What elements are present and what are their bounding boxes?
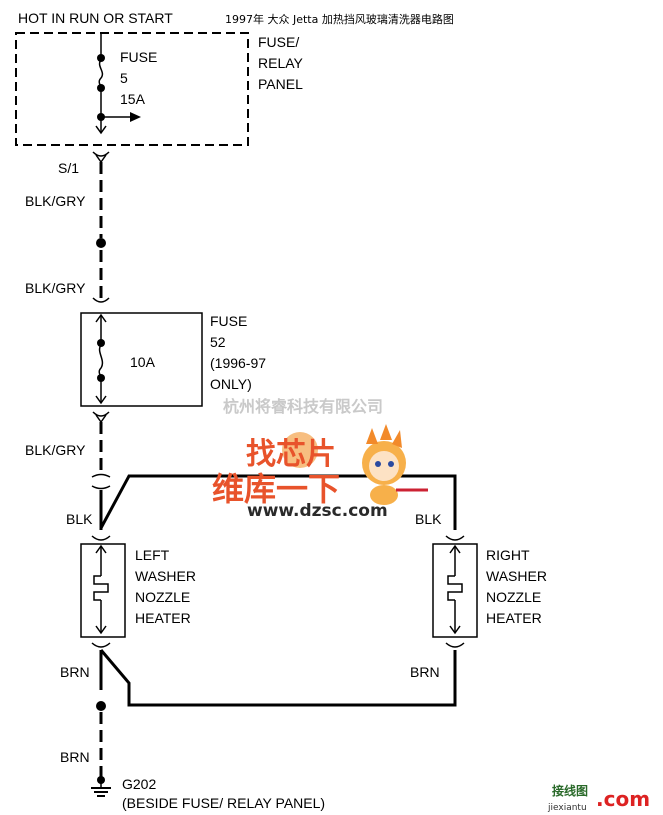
wire-label-brn-bottom: BRN xyxy=(60,749,90,765)
left-heater-label-4: HEATER xyxy=(135,610,191,626)
mascot-icon xyxy=(362,424,428,505)
ground-symbol xyxy=(91,776,111,797)
fuse-relay-panel-box xyxy=(15,32,249,146)
wire-label-blk-left: BLK xyxy=(66,511,93,527)
connector-s1-label: S/1 xyxy=(58,160,79,176)
ground-id-label: G202 xyxy=(122,776,156,792)
left-heater-label-2: WASHER xyxy=(135,568,196,584)
wire-label-blk-gry-1: BLK/GRY xyxy=(25,193,86,209)
logo-chip-icon xyxy=(282,432,318,468)
left-heater-connector-top xyxy=(91,535,111,541)
right-heater-label-3: NOZZLE xyxy=(486,589,541,605)
wire-blk-branch-top xyxy=(99,474,457,530)
corner-logo-top: 接线图 xyxy=(552,783,588,798)
wire-label-blk-gry-3: BLK/GRY xyxy=(25,442,86,458)
right-heater-connector-bottom xyxy=(445,642,465,648)
diagram-title: 1997年 大众 Jetta 加热挡风玻璃清洗器电路图 xyxy=(225,12,454,26)
wire-label-blk-right: BLK xyxy=(415,511,442,527)
connector-fuse52-bottom xyxy=(92,411,110,424)
right-heater-element xyxy=(447,544,463,635)
fuse-52-label-2: 52 xyxy=(210,334,226,350)
corner-logo-com: .com xyxy=(596,787,650,811)
fuse-5-label-2: 5 xyxy=(120,70,128,86)
fuse-5-symbol xyxy=(95,34,141,135)
fuse-52-rating: 10A xyxy=(130,354,156,370)
left-heater-box xyxy=(80,543,126,638)
power-source-label: HOT IN RUN OR START xyxy=(18,10,173,26)
fuse-5-label-3: 15A xyxy=(120,91,146,107)
left-heater-label-1: LEFT xyxy=(135,547,170,563)
wire-label-blk-gry-2: BLK/GRY xyxy=(25,280,86,296)
logo-top-text: 找芯片 xyxy=(246,437,336,472)
right-heater-connector-top xyxy=(445,535,465,541)
left-heater-connector-bottom xyxy=(91,642,111,648)
splice-dot-lower xyxy=(96,701,106,711)
connector-s1-symbol xyxy=(92,151,110,164)
wire-label-brn-right: BRN xyxy=(410,664,440,680)
splice-dot-upper xyxy=(96,238,106,248)
left-heater-element xyxy=(93,544,109,635)
right-heater-label-4: HEATER xyxy=(486,610,542,626)
jiexiantu-corner-logo: 接线图 jiexiantu .com xyxy=(547,783,650,813)
dzsc-logo: 找芯片 维库一下 www.dzsc.com xyxy=(212,424,428,521)
fuse-52-label-4: ONLY) xyxy=(210,376,252,392)
logo-middle-text: 维库一下 xyxy=(212,470,340,508)
fuse-relay-panel-label-1: FUSE/ xyxy=(258,34,299,50)
fuse-5-label-1: FUSE xyxy=(120,49,157,65)
corner-logo-bottom: jiexiantu xyxy=(547,803,587,813)
connector-fuse52-top xyxy=(92,297,110,303)
fuse-relay-panel-label-3: PANEL xyxy=(258,76,303,92)
connector-inline xyxy=(91,473,111,490)
company-watermark: 杭州将睿科技有限公司 xyxy=(223,397,383,416)
fuse-relay-panel-label-2: RELAY xyxy=(258,55,304,71)
right-heater-label-2: WASHER xyxy=(486,568,547,584)
right-heater-label-1: RIGHT xyxy=(486,547,530,563)
logo-url-text: www.dzsc.com xyxy=(247,501,388,521)
ground-location-label: (BESIDE FUSE/ RELAY PANEL) xyxy=(122,795,325,811)
fuse-52-label-3: (1996-97 xyxy=(210,355,266,371)
fuse-52-label-1: FUSE xyxy=(210,313,247,329)
fuse-52-symbol xyxy=(95,313,107,405)
left-heater-label-3: NOZZLE xyxy=(135,589,190,605)
wire-label-brn-left: BRN xyxy=(60,664,90,680)
wire-brn-branch-bottom xyxy=(99,649,457,707)
